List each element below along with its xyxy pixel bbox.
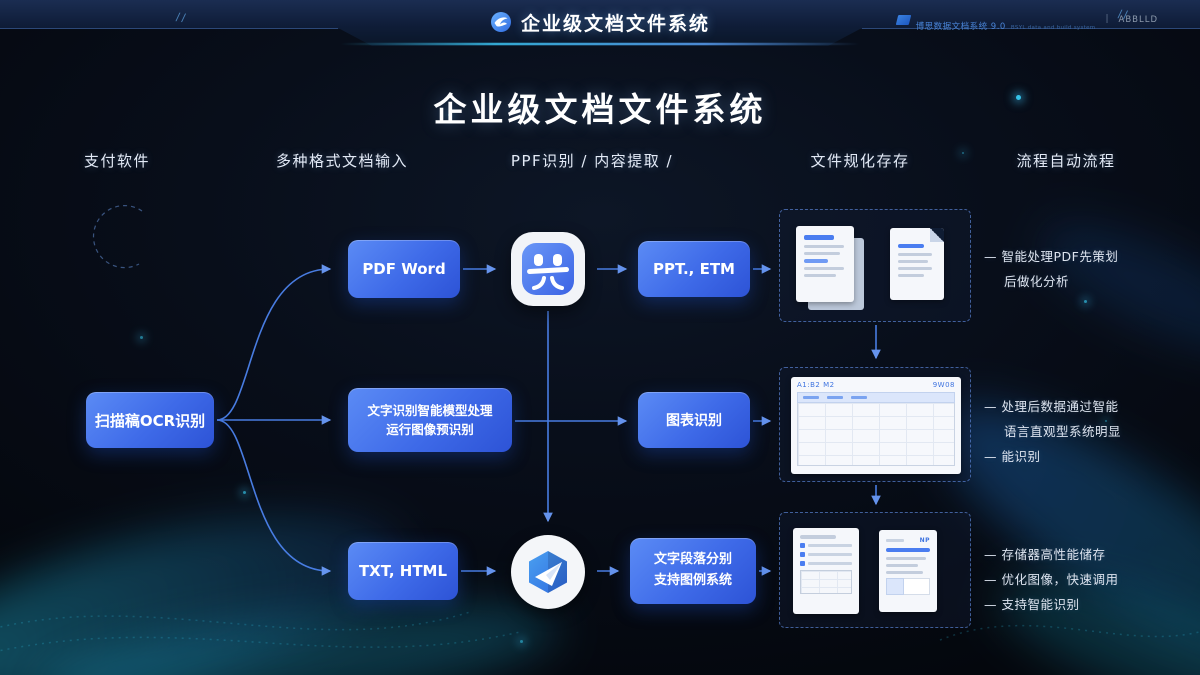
node-label-line1: 文字识别智能模型处理 <box>367 402 493 418</box>
sheet-cell-label: 9W08 <box>932 381 955 389</box>
spreadsheet-icon: A1:B2 M2 9W08 <box>791 377 961 474</box>
header-wing-line-right <box>862 28 1200 29</box>
send-app-icon <box>511 535 585 609</box>
node-text-model: 文字识别智能模型处理 运行图像预识别 <box>348 388 512 452</box>
annotation-line: — 支持智能识别 <box>984 597 1080 612</box>
ocr-app-icon <box>511 232 585 306</box>
node-ppt-etm: PPT., ETM <box>638 241 750 297</box>
node-label: TXT, HTML <box>358 562 448 580</box>
column-header-input: 多种格式文档输入 <box>275 152 409 170</box>
report-document-icon: NP <box>879 530 937 612</box>
node-pdf-word: PDF Word <box>348 240 460 298</box>
annotation-line: — 优化图像，快速调用 <box>984 572 1119 587</box>
annotation-data-output: — 处理后数据通过智能 语言直观型系统明显 — 能识别 <box>984 394 1196 469</box>
node-label: 图表识别 <box>666 413 722 429</box>
sheet-range-label: A1:B2 M2 <box>797 381 835 389</box>
header-title: 企业级文档文件系统 <box>520 12 710 35</box>
page-title: 企业级文档文件系统 <box>433 90 767 129</box>
column-header-parse: PPF识别 / 内容提取 / <box>510 152 674 170</box>
node-scan-ocr: 扫描稿OCR识别 <box>86 392 214 448</box>
node-label: PDF Word <box>362 260 446 278</box>
bokeh-dot <box>1084 300 1087 303</box>
bokeh-dot <box>140 336 143 339</box>
header-glow-line <box>340 43 860 45</box>
sheet-header-row <box>797 392 955 403</box>
node-label: PPT., ETM <box>653 260 735 278</box>
node-txt-html: TXT, HTML <box>348 542 458 600</box>
node-label-line2: 支持图例系统 <box>653 573 732 588</box>
annotation-storage: — 存储器高性能储存 — 优化图像，快速调用 — 支持智能识别 <box>984 542 1196 617</box>
storage-panel-documents <box>779 209 971 322</box>
folded-corner <box>930 228 944 242</box>
brand-right-text: ABBLLD <box>1118 15 1158 25</box>
node-label: 扫描稿OCR识别 <box>94 411 206 430</box>
column-header-storage: 文件规化存存 <box>810 152 910 170</box>
header-wing-line-left <box>0 28 338 29</box>
report-table <box>886 578 930 595</box>
annotation-line: 后做化分析 <box>1004 274 1070 289</box>
bokeh-dot <box>962 152 964 154</box>
node-label-line1: 文字段落分别 <box>653 552 732 568</box>
brand-block: 博思数据文档系统 9.0 BSYL data and build system … <box>895 14 1158 33</box>
node-label-line2: 运行图像预识别 <box>386 422 474 437</box>
document-icon-folded <box>890 228 944 300</box>
brand-divider: | <box>1105 14 1109 24</box>
brand-logo-icon <box>895 15 911 25</box>
storage-panel-forms: NP <box>779 512 971 628</box>
form-table <box>800 570 852 594</box>
brand-subtitle: BSYL data and build system <box>1010 25 1096 31</box>
sheet-grid <box>797 403 955 466</box>
brand-name: 博思数据文档系统 9.0 <box>915 22 1006 32</box>
document-icon <box>796 226 854 302</box>
annotation-line: — 存储器高性能储存 <box>984 547 1106 562</box>
form-document-icon <box>793 528 859 614</box>
dashed-arc-decoration <box>92 205 143 269</box>
column-header-source: 支付软件 <box>83 152 151 170</box>
bg-streak-teal-bottom <box>36 583 564 675</box>
node-paragraph-split: 文字段落分别 支持图例系统 <box>630 538 756 604</box>
annotation-line: — 能识别 <box>984 449 1041 464</box>
bokeh-dot <box>243 491 246 494</box>
annotation-line: — 智能处理PDF先策划 <box>984 249 1119 264</box>
storage-panel-spreadsheet: A1:B2 M2 9W08 <box>779 367 971 482</box>
node-table-recognition: 图表识别 <box>638 392 750 448</box>
report-doc-label: NP <box>919 537 930 544</box>
bokeh-dot <box>520 640 523 643</box>
annotation-pdf-processing: — 智能处理PDF先策划 后做化分析 <box>984 244 1196 294</box>
column-header-flow: 流程自动流程 <box>1016 152 1116 170</box>
annotation-line: — 处理后数据通过智能 <box>984 399 1119 414</box>
header-title-row: 企业级文档文件系统 <box>0 0 1200 44</box>
annotation-line: 语言直观型系统明显 <box>1004 424 1122 439</box>
app-logo-icon <box>490 12 511 32</box>
